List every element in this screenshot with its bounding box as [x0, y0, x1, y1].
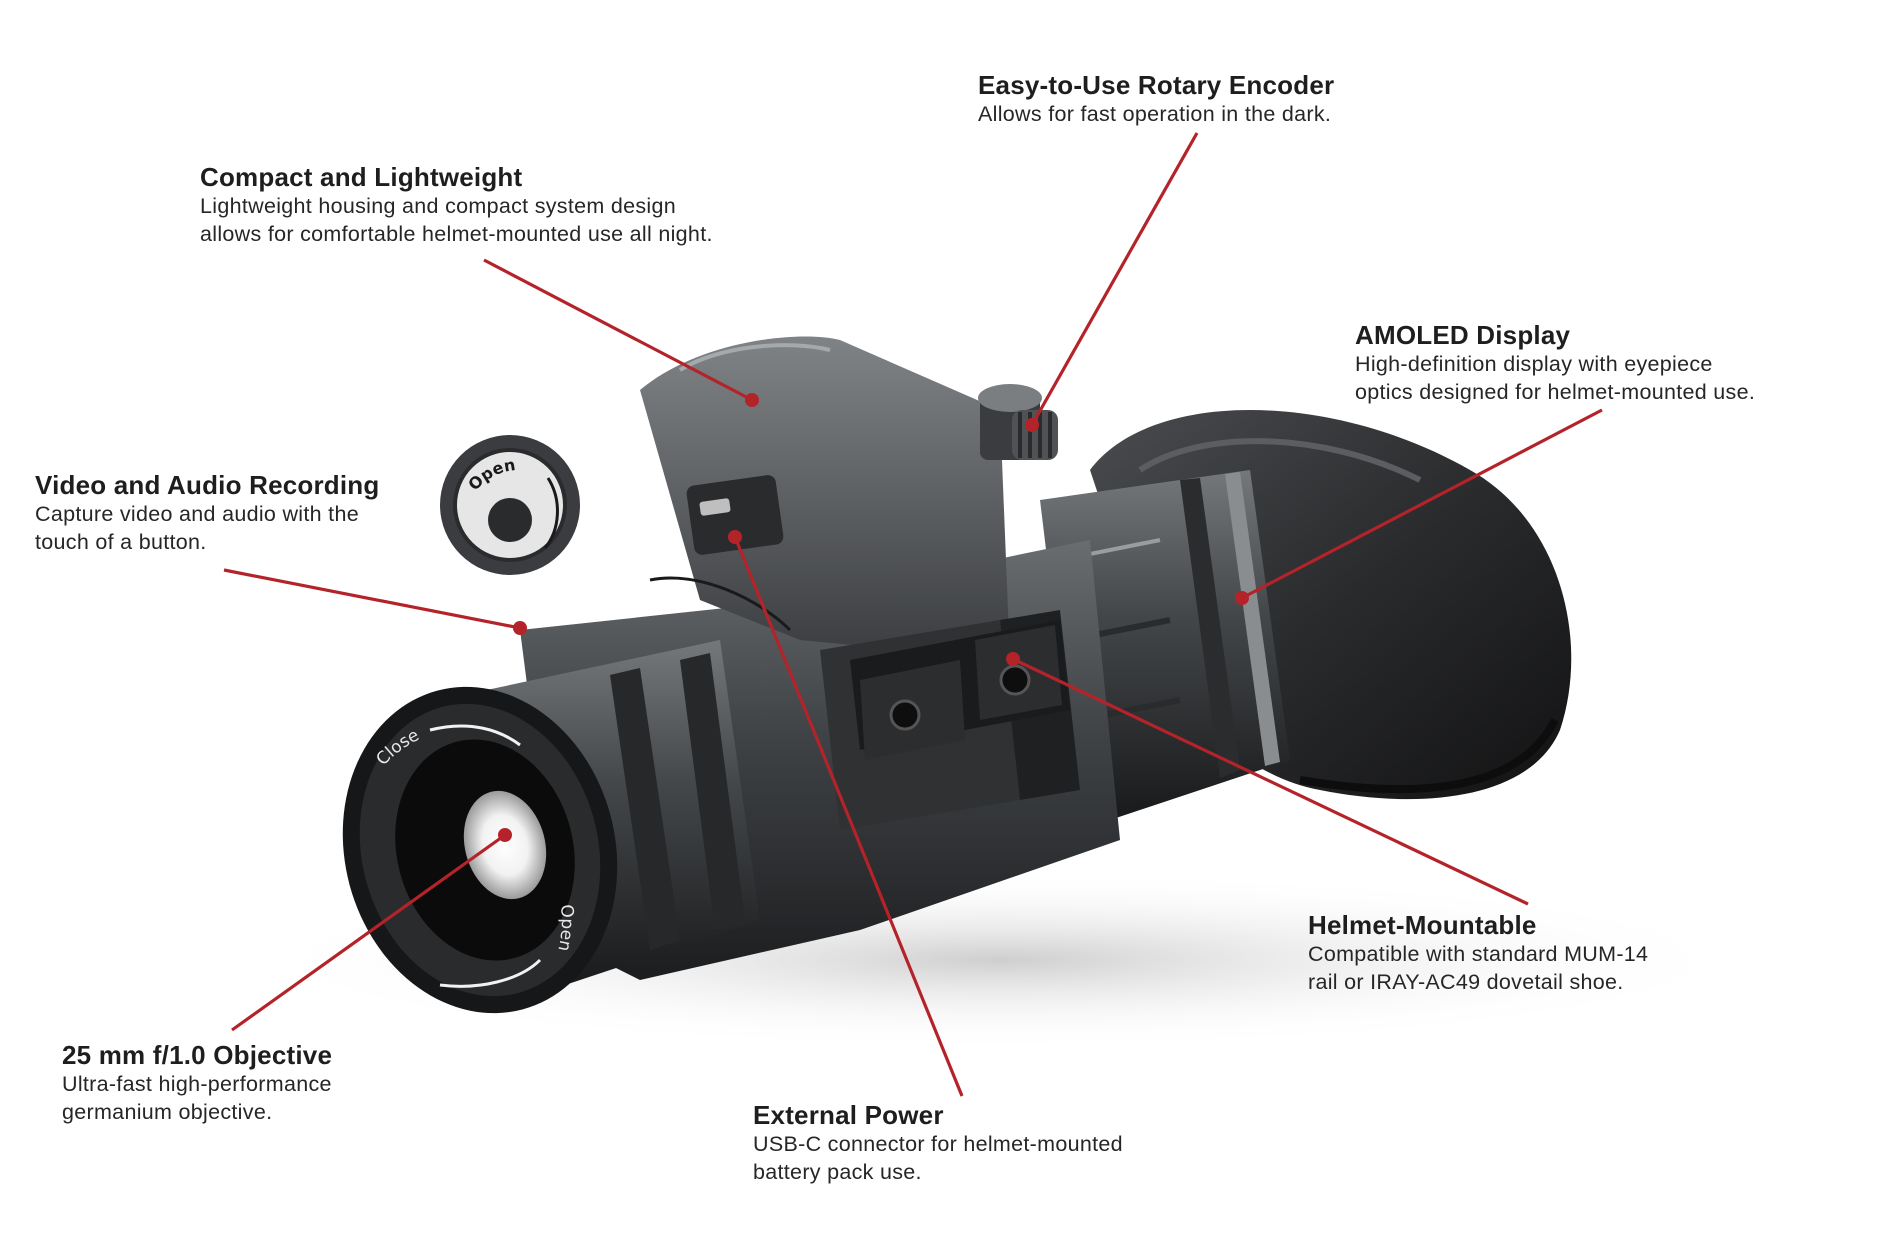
usb-c-port [649, 475, 792, 632]
callout-title: Compact and Lightweight [200, 162, 523, 192]
callout-title: Helmet-Mountable [1308, 910, 1537, 940]
callout-description: Allows for fast operation in the dark. [978, 102, 1332, 126]
leader-dots [498, 393, 1249, 842]
leader-amoled [1241, 408, 1603, 600]
callout-title: AMOLED Display [1355, 320, 1571, 350]
callout-description: Ultra-fast high-performance germanium ob… [62, 1072, 332, 1124]
rotary-encoder [978, 384, 1058, 460]
leader-encoder [1030, 132, 1199, 426]
callout-video-audio-recording: Video and Audio Recording Capture video … [35, 470, 379, 556]
lens-open-engraving: Open [553, 904, 576, 953]
callout-title: Easy-to-Use Rotary Encoder [978, 70, 1335, 100]
callout-title: External Power [753, 1100, 944, 1130]
leader-helmet [1012, 657, 1529, 906]
leader-video [223, 568, 521, 630]
callout-amoled-display: AMOLED Display High-definition display w… [1355, 320, 1755, 406]
objective-lens: Close Open [342, 640, 760, 1014]
callout-rotary-encoder: Easy-to-Use Rotary Encoder Allows for fa… [978, 70, 1334, 128]
callout-objective: 25 mm f/1.0 Objective Ultra-fast high-pe… [62, 1040, 332, 1126]
callout-helmet-mountable: Helmet-Mountable Compatible with standar… [1308, 910, 1648, 996]
leader-objective [231, 833, 506, 1032]
callout-description: Compatible with standard MUM-14 rail or … [1308, 942, 1649, 994]
callout-external-power: External Power USB-C connector for helme… [753, 1100, 1123, 1186]
callout-description: USB-C connector for helmet-mounted batte… [753, 1132, 1123, 1184]
callout-compact-lightweight: Compact and Lightweight Lightweight hous… [200, 162, 713, 248]
callout-title: Video and Audio Recording [35, 470, 380, 500]
callout-title: 25 mm f/1.0 Objective [62, 1040, 333, 1070]
recording-knob: Open [440, 435, 580, 575]
callout-description: Capture video and audio with the touch o… [35, 502, 359, 554]
callout-description: Lightweight housing and compact system d… [200, 194, 713, 246]
callout-description: High-definition display with eyepiece op… [1355, 352, 1756, 404]
leader-lines [223, 132, 1603, 1097]
leader-power [733, 536, 964, 1097]
leader-compact [483, 258, 753, 402]
